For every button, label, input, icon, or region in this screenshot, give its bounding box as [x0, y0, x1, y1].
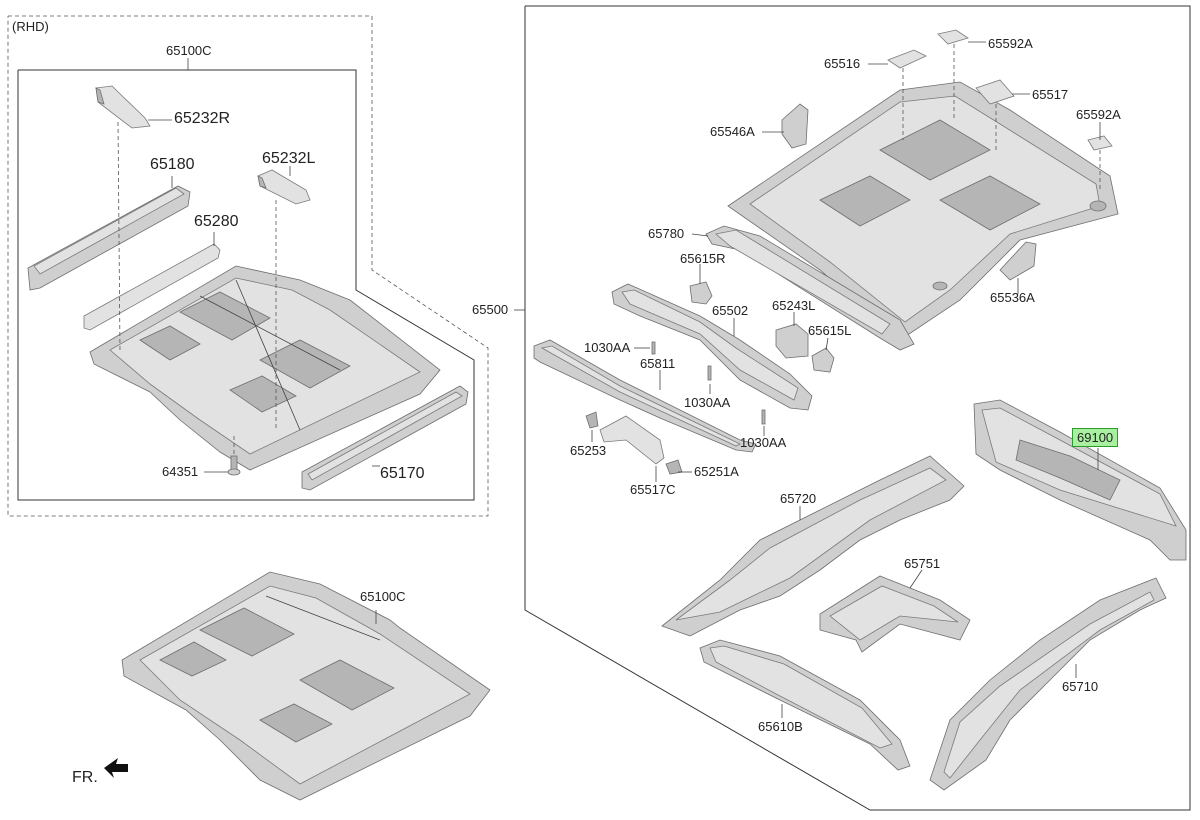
part-65546a-shape	[781, 103, 809, 149]
label-65280: 65280	[194, 213, 239, 230]
part-65170-shape	[301, 385, 469, 491]
part-65100c-floor-shape	[89, 265, 441, 471]
label-65610b: 65610B	[758, 719, 803, 734]
rhd-region-outline	[7, 15, 489, 517]
label-65720: 65720	[780, 491, 817, 506]
label-65710: 65710	[1062, 679, 1099, 694]
rear-floor-frame	[524, 5, 1191, 811]
part-65610b-shape	[699, 639, 911, 771]
front-direction-arrow	[104, 758, 128, 778]
bolt-1030aa-a-shape	[651, 341, 656, 355]
clip-65253-shape	[585, 411, 599, 429]
part-65811-shape	[533, 339, 757, 453]
rhd-tag: (RHD)	[12, 19, 49, 34]
label-65517: 65517	[1032, 87, 1069, 102]
part-65710-shape	[929, 577, 1167, 791]
label-65516: 65516	[824, 56, 861, 71]
front-direction-label: FR.	[72, 769, 98, 786]
label-65100c-bottom: 65100C	[360, 589, 406, 604]
label-65232l: 65232L	[262, 150, 316, 167]
label-65500: 65500	[472, 302, 509, 317]
label-64351: 64351	[162, 464, 199, 479]
floor-assembly-frame	[17, 69, 475, 501]
leader-65751	[909, 569, 923, 589]
label-65180: 65180	[150, 156, 195, 173]
label-65615l: 65615L	[808, 323, 852, 338]
label-65592a-right: 65592A	[1076, 107, 1121, 122]
label-65517c: 65517C	[630, 482, 676, 497]
part-65780-shape	[705, 225, 915, 351]
label-65232r: 65232R	[174, 110, 231, 127]
leader-65615l	[825, 337, 829, 351]
label-65251a: 65251A	[694, 464, 739, 479]
part-65232l-shape	[257, 169, 311, 205]
part-65615l-shape	[811, 347, 835, 373]
part-65100c-lhd-floor-shape	[121, 571, 491, 801]
label-65780: 65780	[648, 226, 685, 241]
part-65180-shape	[27, 185, 191, 291]
label-65253: 65253	[570, 443, 607, 458]
label-65100c-top: 65100C	[166, 43, 212, 58]
part-65517-shape	[975, 79, 1015, 105]
part-65615r-shape	[689, 281, 713, 305]
leader-65780	[691, 233, 709, 237]
part-65517c-shape	[599, 415, 665, 465]
label-65546a: 65546A	[710, 124, 755, 139]
bolt-1030aa-c-shape	[761, 409, 766, 425]
label-1030aa-b: 1030AA	[684, 395, 731, 410]
part-65536a-shape	[999, 241, 1037, 281]
part-65592a-top-shape	[937, 29, 969, 45]
label-65751: 65751	[904, 556, 941, 571]
label-65243l: 65243L	[772, 298, 816, 313]
part-65592a-right-shape	[1087, 135, 1113, 151]
label-1030aa-a: 1030AA	[584, 340, 631, 355]
label-65170: 65170	[380, 465, 425, 482]
label-65592a-top: 65592A	[988, 36, 1033, 51]
part-65232r-shape	[95, 85, 151, 129]
part-65751-shape	[819, 575, 971, 653]
label-65502: 65502	[712, 303, 749, 318]
label-1030aa-c: 1030AA	[740, 435, 787, 450]
label-65811: 65811	[640, 356, 676, 371]
part-65720-shape	[661, 455, 965, 637]
label-69100-highlighted[interactable]: 69100	[1072, 428, 1119, 447]
label-65536a: 65536A	[990, 290, 1035, 305]
part-65243l-shape	[775, 323, 809, 359]
label-65615r: 65615R	[680, 251, 726, 266]
part-65516-shape	[887, 49, 927, 69]
projection-line	[117, 121, 121, 353]
part-rear-floor-shape	[727, 81, 1119, 341]
part-69100-shape	[973, 399, 1187, 561]
part-65502-shape	[611, 283, 813, 411]
bolt-1030aa-b-shape	[707, 365, 712, 381]
